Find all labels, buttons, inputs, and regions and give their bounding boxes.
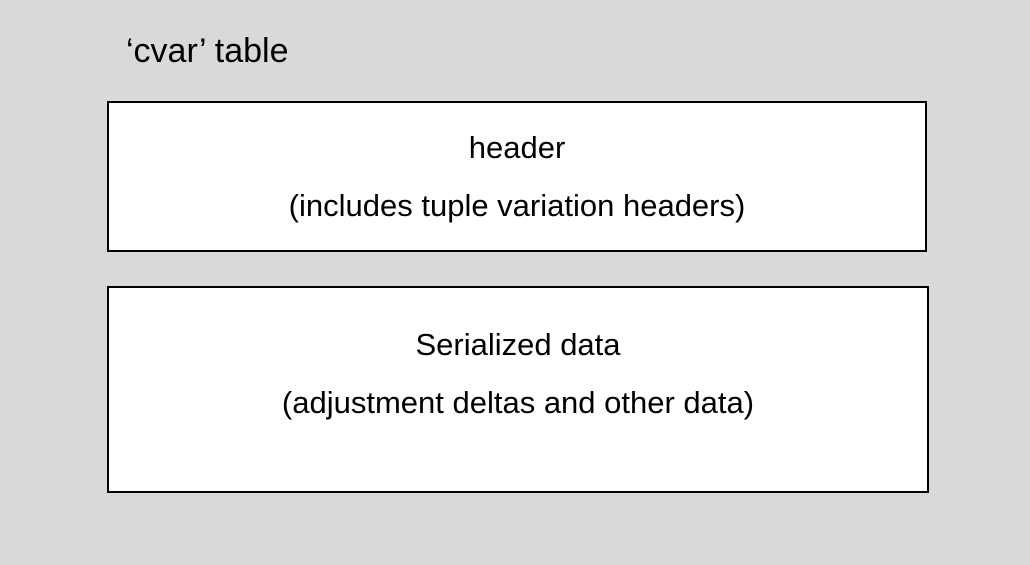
header-box-subtitle: (includes tuple variation headers): [288, 187, 746, 223]
header-box: header (includes tuple variation headers…: [107, 101, 927, 252]
serialized-data-box: Serialized data (adjustment deltas and o…: [107, 286, 929, 493]
serialized-data-box-title: Serialized data: [415, 327, 621, 362]
diagram-title: ‘cvar’ table: [126, 32, 289, 70]
serialized-data-box-subtitle: (adjustment deltas and other data): [281, 385, 755, 420]
header-box-title: header: [468, 129, 566, 165]
